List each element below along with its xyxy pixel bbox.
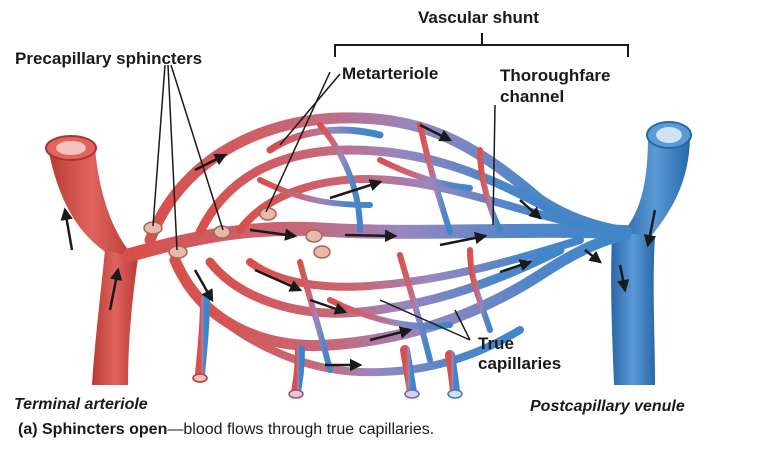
figure-caption: (a) Sphincters open—blood flows through … xyxy=(18,421,434,439)
caption-prefix: (a) Sphincters open xyxy=(18,421,167,438)
true-capillaries-label-line2: capillaries xyxy=(478,354,561,373)
postcapillary-venule-label: Postcapillary venule xyxy=(530,398,685,416)
terminal-arteriole-vessel xyxy=(46,136,138,385)
capillary-network xyxy=(130,118,625,392)
vessel-stub-ends xyxy=(193,374,462,398)
thoroughfare-label-line1: Thoroughfare xyxy=(500,66,611,85)
postcapillary-venule-vessel xyxy=(611,122,691,385)
terminal-arteriole-label: Terminal arteriole xyxy=(14,396,148,414)
thoroughfare-label-line2: channel xyxy=(500,87,564,106)
vascular-shunt-bracket xyxy=(335,33,628,57)
metarteriole-label: Metarteriole xyxy=(342,64,438,83)
true-capillaries-label-line1: True xyxy=(478,334,514,353)
caption-text: —blood flows through true capillaries. xyxy=(167,421,434,438)
vascular-shunt-label: Vascular shunt xyxy=(418,8,539,27)
precapillary-sphincters-label: Precapillary sphincters xyxy=(15,49,202,68)
